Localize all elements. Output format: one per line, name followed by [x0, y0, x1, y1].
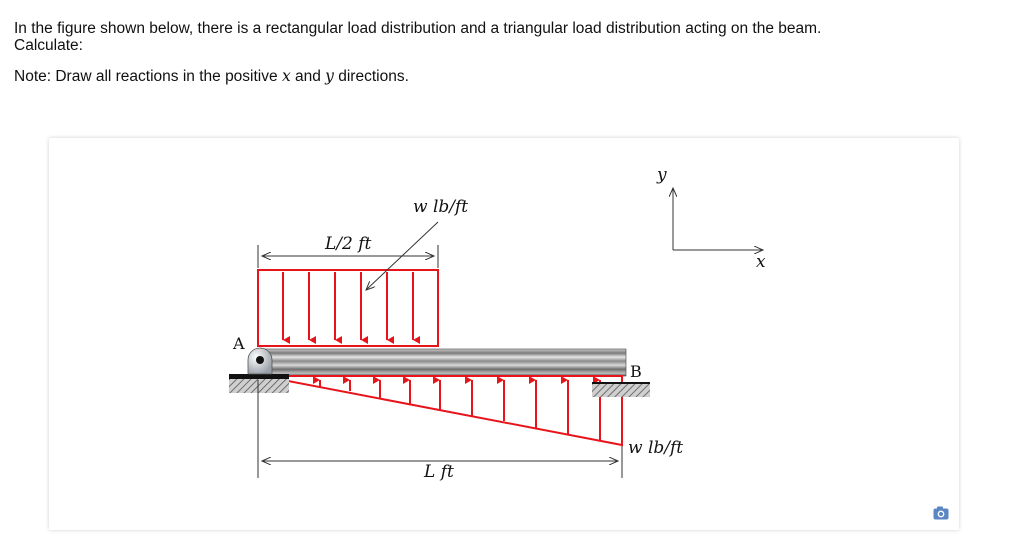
ground-hatch-a	[229, 379, 289, 393]
rectangular-load-outline	[257, 269, 439, 347]
pin-support-a	[229, 347, 289, 393]
beam-diagram: L/2 ft w lb/ft L ft w lb/ft A B y x	[229, 165, 766, 482]
dimension-full-span	[257, 380, 623, 478]
note-x-symbol: x	[281, 67, 291, 85]
dimension-half-span	[257, 245, 439, 268]
y-axis-label: y	[656, 165, 667, 185]
triangular-load	[261, 375, 623, 447]
tri-load-label: w lb/ft	[628, 438, 683, 458]
dim-full-label: L ft	[423, 462, 454, 482]
question-line-1: In the figure shown below, there is a re…	[14, 20, 822, 37]
question-note: Note: Draw all reactions in the positive…	[14, 67, 1004, 86]
ground-line-a	[229, 374, 289, 379]
question-text: In the figure shown below, there is a re…	[14, 20, 1004, 86]
figure-card: L/2 ft w lb/ft L ft w lb/ft A B y x	[49, 138, 959, 530]
ground-hatch-b	[592, 383, 650, 397]
dim-half-label: L/2 ft	[324, 234, 372, 254]
roller-support-b	[592, 382, 650, 397]
x-axis-label: x	[756, 252, 766, 272]
note-y-symbol: y	[325, 67, 334, 85]
pin-icon	[256, 356, 264, 364]
camera-icon[interactable]	[933, 506, 949, 520]
point-a-label: A	[232, 334, 245, 353]
rect-load-label: w lb/ft	[413, 197, 468, 217]
coordinate-axes	[673, 188, 763, 250]
note-suffix: directions.	[333, 68, 409, 85]
triangular-load-outline	[261, 375, 623, 447]
point-b-label: B	[630, 362, 642, 381]
note-prefix: Note: Draw all reactions in the positive	[14, 68, 282, 85]
question-line-2: Calculate:	[14, 37, 83, 54]
rect-load-leader	[366, 221, 439, 290]
rectangular-load	[257, 269, 439, 347]
note-and: and	[290, 68, 326, 85]
beam	[261, 348, 627, 377]
